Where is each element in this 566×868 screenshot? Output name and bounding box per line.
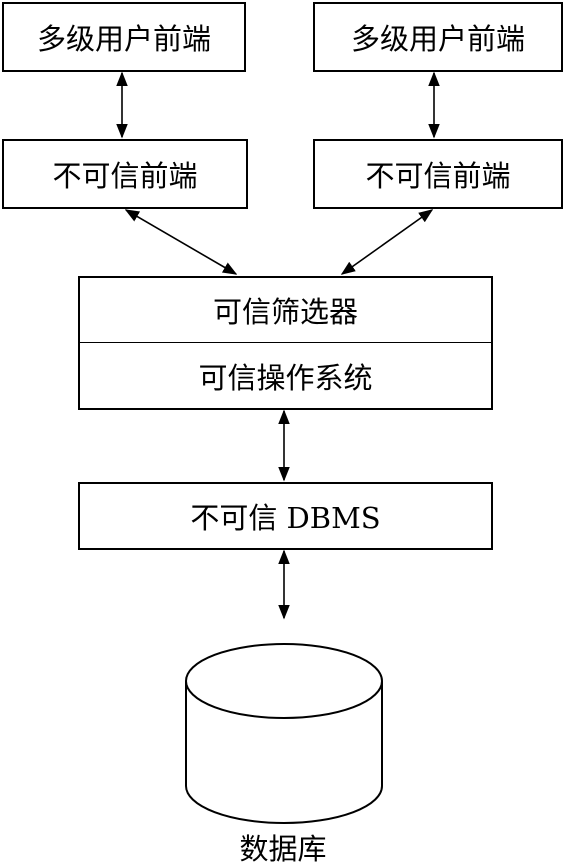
arrow-left-frontend-to-filter bbox=[124, 209, 238, 275]
untrusted-frontend-right: 不可信前端 bbox=[313, 139, 563, 209]
untrusted-dbms-box: 不可信 DBMS bbox=[78, 482, 493, 550]
database-label: 数据库 bbox=[239, 832, 327, 866]
untrusted-frontend-left-label: 不可信前端 bbox=[52, 159, 198, 193]
untrusted-dbms-label: 不可信 DBMS bbox=[190, 501, 381, 535]
multi-user-frontend-left: 多级用户前端 bbox=[2, 2, 246, 72]
multi-user-frontend-right: 多级用户前端 bbox=[313, 2, 563, 72]
untrusted-frontend-right-label: 不可信前端 bbox=[365, 159, 511, 193]
trusted-os-box: 可信操作系统 bbox=[78, 342, 493, 410]
trusted-filter-label: 可信筛选器 bbox=[212, 295, 358, 329]
multi-user-frontend-right-label: 多级用户前端 bbox=[350, 22, 525, 56]
trusted-filter-box: 可信筛选器 bbox=[78, 276, 493, 343]
trusted-os-label: 可信操作系统 bbox=[198, 360, 373, 395]
untrusted-frontend-left: 不可信前端 bbox=[2, 139, 248, 209]
arrow-right-frontend-to-filter bbox=[340, 209, 434, 275]
multi-user-frontend-left-label: 多级用户前端 bbox=[36, 22, 211, 56]
database-cylinder-icon bbox=[185, 643, 383, 824]
